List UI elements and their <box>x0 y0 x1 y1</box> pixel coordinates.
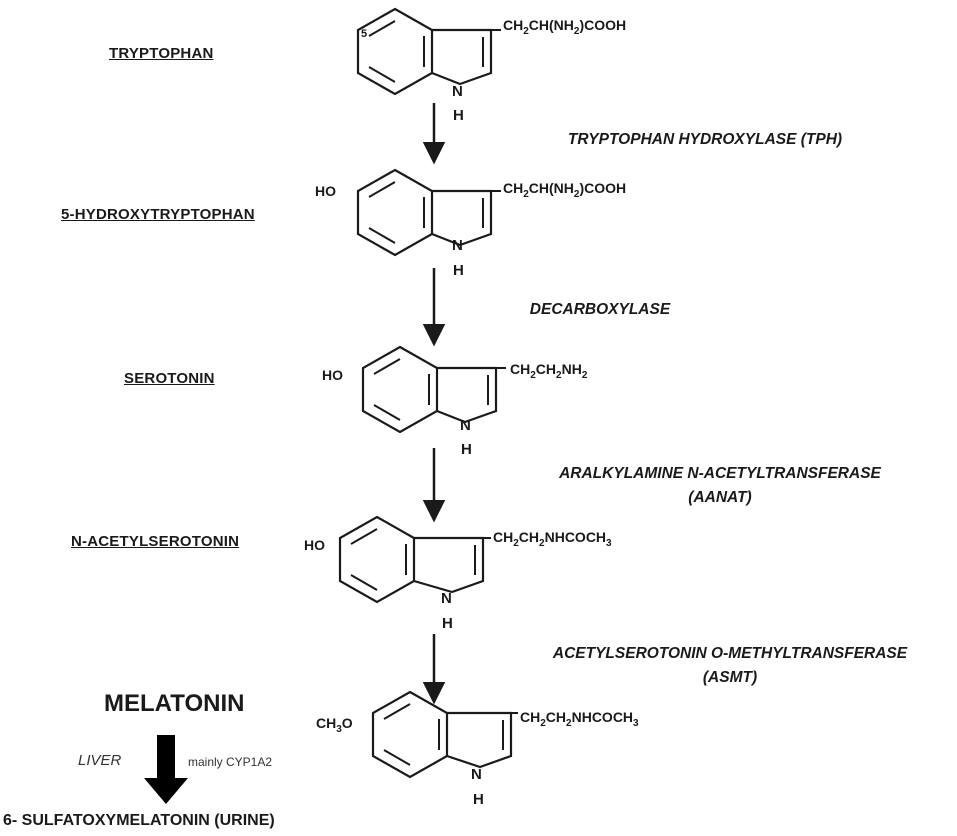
enzyme-aanat-line1: ARALKYLAMINE N-ACETYLTRANSFERASE <box>559 465 881 482</box>
side-chain: CH2CH(NH2)COOH <box>503 180 626 200</box>
pyrrole-ring <box>431 28 493 86</box>
pyrrole-ring <box>413 536 485 594</box>
structure-tryptophan: 5 N H CH2CH(NH2)COOH <box>356 7 626 124</box>
ring-nitrogen: N <box>452 83 463 100</box>
enzyme-tph-line1: TRYPTOPHAN HYDROXYLASE (TPH) <box>567 131 843 148</box>
ring-substituent: HO <box>304 537 325 553</box>
ring-hydrogen: H <box>453 107 464 124</box>
structure-serotonin: HO N H CH2CH2NH2 <box>322 345 588 458</box>
pyrrole-ring <box>431 189 493 247</box>
side-chain: CH2CH(NH2)COOH <box>503 17 626 37</box>
compound-label-tryptophan: TRYPTOPHAN <box>109 45 214 62</box>
side-chain: CH2CH2NHCOCH3 <box>520 709 639 729</box>
side-chain: CH2CH2NHCOCH3 <box>493 529 612 549</box>
enzyme-label-aanat: ARALKYLAMINE N-ACETYLTRANSFERASE (AANAT) <box>510 462 930 510</box>
ring-position-label: 5 <box>361 28 367 40</box>
enzyme-aanat-line2: (AANAT) <box>688 489 752 506</box>
pyrrole-ring <box>446 711 513 769</box>
pyrrole-ring <box>436 366 498 424</box>
ring-nitrogen: N <box>460 417 471 434</box>
ring-hydrogen: H <box>461 441 472 458</box>
liver-metabolism-arrow <box>144 735 188 804</box>
enzyme-label-tph: TRYPTOPHAN HYDROXYLASE (TPH) <box>500 128 910 152</box>
liver-label: LIVER <box>78 752 122 769</box>
structure-5-hydroxytryptophan: HO N H CH2CH(NH2)COOH <box>315 168 626 279</box>
structure-melatonin: CH3O N H CH2CH2NHCOCH3 <box>316 690 639 808</box>
compound-label-5-hydroxytryptophan: 5-HYDROXYTRYPTOPHAN <box>61 206 255 223</box>
ring-substituent: CH3O <box>316 715 353 735</box>
ring-nitrogen: N <box>471 766 482 783</box>
compound-label-serotonin: SEROTONIN <box>124 370 215 387</box>
ring-hydrogen: H <box>453 262 464 279</box>
structure-n-acetylserotonin: HO N H CH2CH2NHCOCH3 <box>304 515 612 632</box>
ring-hydrogen: H <box>442 615 453 632</box>
side-chain: CH2CH2NH2 <box>510 361 588 381</box>
enzyme-asmt-line1: ACETYLSEROTONIN O-METHYLTRANSFERASE <box>552 645 908 662</box>
enzyme-decarboxylase-line1: DECARBOXYLASE <box>529 301 671 318</box>
enzyme-asmt-line2: (ASMT) <box>702 669 758 686</box>
ring-substituent: HO <box>322 367 343 383</box>
ring-hydrogen: H <box>473 791 484 808</box>
ring-nitrogen: N <box>441 590 452 607</box>
compound-label-melatonin: MELATONIN <box>104 690 245 717</box>
enzyme-label-decarboxylase: DECARBOXYLASE <box>470 298 730 322</box>
cyp1a2-note: mainly CYP1A2 <box>188 755 273 769</box>
compound-label-n-acetylserotonin: N-ACETYLSEROTONIN <box>71 533 240 550</box>
ring-substituent: HO <box>315 183 336 199</box>
final-product-label: 6- SULFATOXYMELATONIN (URINE) <box>3 812 275 829</box>
ring-nitrogen: N <box>452 237 463 254</box>
enzyme-label-asmt: ACETYLSEROTONIN O-METHYLTRANSFERASE (ASM… <box>505 642 955 690</box>
